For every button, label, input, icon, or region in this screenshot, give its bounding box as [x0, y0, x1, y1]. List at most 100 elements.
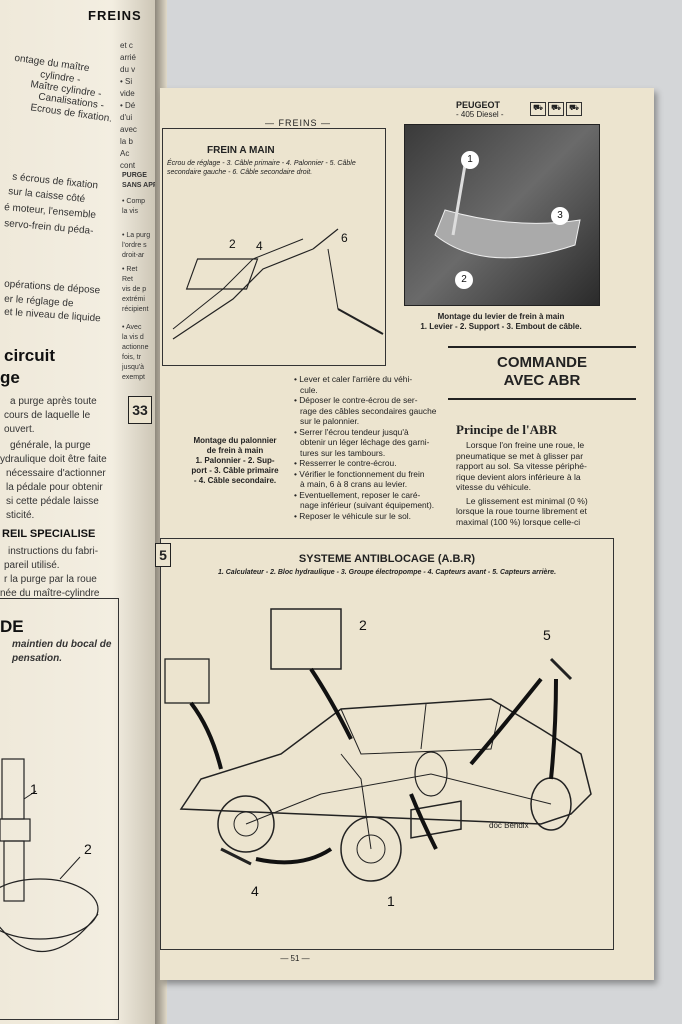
left-line: a purge après toute	[10, 396, 97, 407]
step-line: • Reposer le véhicule sur le sol.	[294, 510, 411, 521]
principe-line: rique devient alors inférieure à la	[456, 471, 581, 482]
left-col2-line: d'ui	[120, 113, 133, 122]
left-line: servo-frein du péda-	[3, 218, 94, 237]
left-line: sticité.	[6, 510, 35, 521]
step-line: sur le palonnier.	[300, 416, 360, 426]
left-col2-line: • Si	[120, 77, 133, 86]
photo-label: 3	[551, 207, 569, 225]
frein-caption: Écrou de réglage - 3. Câble primaire - 4…	[167, 160, 356, 167]
left-col2-line: et c	[120, 41, 133, 50]
header-icons: ⛟ ⛟ ⛟	[530, 102, 582, 116]
car-icon: ⛟	[566, 102, 582, 116]
left-col2-line: droit-ar	[122, 252, 145, 259]
left-line: générale, la purge	[10, 440, 91, 451]
step-line: • Resserrer le contre-écrou.	[294, 458, 397, 468]
left-line: et le niveau de liquide	[3, 306, 102, 325]
left-line: pareil utilisé.	[4, 560, 60, 571]
left-col2-line: • Dé	[120, 101, 136, 110]
hand-brake-photo: 1 2 3	[404, 124, 600, 306]
left-line: ydraulique doit être faite	[0, 454, 107, 465]
left-line: instructions du fabri-	[8, 546, 99, 557]
fig-caption: Montage du palonnier de frein à main 1. …	[180, 436, 290, 486]
left-col2-line: arrié	[120, 53, 137, 62]
photo-caption-line: 1. Levier - 2. Support - 3. Embout de câ…	[420, 322, 582, 331]
left-col2-line: Ac	[120, 149, 130, 158]
fig-33-number: 33	[128, 396, 152, 424]
left-col2-line: actionne	[122, 344, 149, 351]
abr-caption: 1. Calculateur - 2. Bloc hydraulique - 3…	[217, 569, 557, 576]
left-col2-line: • Comp	[122, 198, 146, 205]
fig-caption-line: port - 3. Câble primaire	[191, 466, 279, 475]
left-col2-line: PURGE	[122, 172, 147, 179]
left-col2-line: avec	[120, 125, 137, 134]
frein-a-main-figure: FREIN A MAIN Écrou de réglage - 3. Câble…	[162, 128, 386, 366]
left-box-text: maintien du bocal de	[12, 639, 112, 650]
step-line: nage inférieur (suivant équipement).	[300, 500, 435, 510]
procedure-steps: • Lever et caler l'arrière du véhi- cule…	[294, 374, 454, 521]
fig-caption-line: - 4. Câble secondaire.	[193, 476, 277, 485]
photo-drawing	[434, 164, 581, 259]
abr-fig-number: 5	[155, 543, 171, 567]
photo-caption-line: Montage du levier de frein à main	[437, 312, 565, 321]
step-line: • Serrer l'écrou tendeur jusqu'à	[294, 426, 409, 437]
left-col2-line: extrémi	[122, 296, 145, 303]
principe-line: rapport au sol. Sa vitesse périphé-	[456, 461, 587, 471]
car-icon: ⛟	[530, 102, 546, 116]
left-col2-line: Ret	[122, 276, 133, 283]
right-page: — FREINS — PEUGEOT - 405 Diesel - ⛟ ⛟ ⛟ …	[128, 88, 654, 980]
left-line: cours de laquelle le	[4, 410, 91, 421]
abr-label: 2	[359, 617, 367, 633]
left-col2-line: exempt	[122, 374, 145, 381]
left-line: nécessaire d'actionner	[6, 468, 106, 479]
left-col2-line: du v	[120, 65, 136, 74]
frein-title: FREIN A MAIN	[207, 145, 275, 156]
left-subheading: REIL SPECIALISE	[2, 528, 96, 540]
left-col2-line: vide	[120, 89, 135, 98]
fig-caption-line: Montage du palonnier	[193, 436, 277, 445]
principe-line: vitesse du véhicule.	[456, 482, 531, 492]
commande-title: COMMANDE	[497, 354, 587, 371]
principe-title: Principe de l'ABR	[456, 422, 558, 437]
left-col2-line: fois, tr	[122, 354, 142, 361]
step-line: • Eventuellement, reposer le caré-	[294, 489, 421, 500]
left-line: la pédale pour obtenir	[6, 482, 103, 493]
left-box-heading: DE	[0, 617, 24, 636]
step-line: • Déposer le contre-écrou de ser-	[294, 395, 418, 405]
left-fig-label: 2	[84, 841, 92, 857]
step-line: • Lever et caler l'arrière du véhi-	[294, 374, 413, 384]
commande-heading-box: COMMANDE AVEC ABR	[448, 346, 636, 400]
model-label: - 405 Diesel -	[456, 110, 504, 119]
photo-label: 2	[455, 271, 473, 289]
principe-line: Le glissement est minimal (0 %)	[466, 495, 588, 506]
left-box-text: pensation.	[12, 653, 63, 664]
abr-credit: doc Bendix	[489, 821, 529, 830]
left-col2-line: • Ret	[122, 266, 138, 273]
left-col2-line: la vis d	[122, 334, 144, 341]
left-line: ouvert.	[4, 424, 35, 435]
step-line: obtenir un léger léchage des garni-	[300, 437, 430, 447]
left-line: si cette pédale laisse	[6, 496, 99, 507]
left-line: née du maître-cylindre	[0, 588, 100, 599]
left-col2-line: l'ordre s	[122, 242, 147, 249]
servo-frein-drawing	[0, 758, 99, 952]
car-icon: ⛟	[548, 102, 564, 116]
step-line: • Vérifier le fonctionnement du frein	[294, 468, 425, 479]
fig-caption-line: 1. Palonnier - 2. Sup-	[195, 456, 275, 465]
frein-label: 6	[341, 231, 348, 245]
fig-caption-line: de frein à main	[206, 446, 264, 455]
page-number: — 51 —	[280, 954, 310, 963]
brand-label: PEUGEOT	[456, 100, 501, 110]
left-section-heading: circuit	[4, 346, 56, 365]
abr-figure: 5 SYSTEME ANTIBLOCAGE (A.B.R) 1. Calcula…	[155, 538, 614, 950]
frein-label: 2	[229, 237, 236, 251]
right-page-header: — FREINS —	[265, 118, 332, 128]
principe-line: pneumatique se met à glisser par	[456, 450, 584, 461]
left-col2-line: • Avec	[122, 324, 142, 331]
abr-label: 5	[543, 627, 551, 643]
step-line: rage des câbles secondaires gauche	[300, 405, 437, 416]
abr-label: 4	[251, 883, 259, 899]
abr-car-drawing	[164, 608, 592, 882]
abr-title: SYSTEME ANTIBLOCAGE (A.B.R)	[298, 553, 476, 565]
frein-caption: secondaire gauche - 6. Câble secondaire …	[167, 169, 313, 176]
left-col2-line: • La purg	[122, 232, 151, 239]
